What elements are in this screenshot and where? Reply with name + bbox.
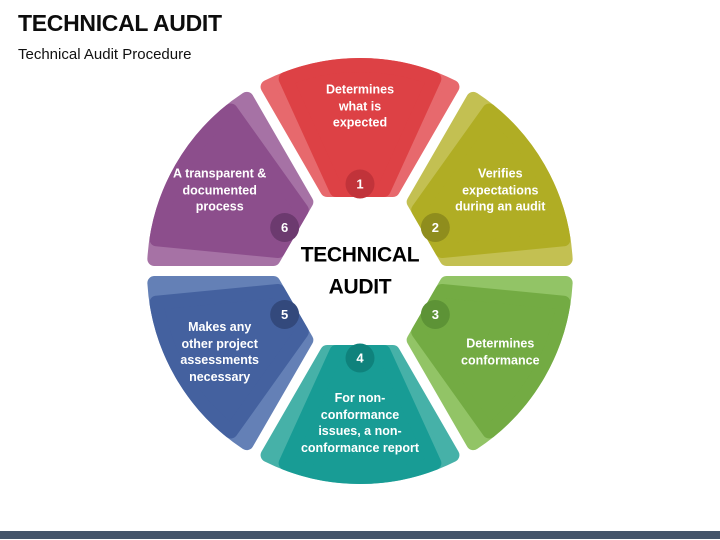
segment-3-wedge (411, 283, 571, 439)
segment-6-number-badge (270, 213, 300, 242)
segment-2-number: 2 (432, 220, 439, 235)
segment-5-number-badge (270, 300, 300, 329)
segment-4-number-badge (345, 343, 375, 373)
slide-header: TECHNICAL AUDIT Technical Audit Procedur… (18, 10, 222, 63)
segment-3-number-badge (420, 300, 450, 329)
segment-5-number: 5 (281, 307, 288, 322)
segment-4-number: 4 (356, 351, 364, 366)
segment-1-number: 1 (356, 177, 363, 192)
segment-6-wedge (149, 103, 309, 259)
segment-2-number-badge (420, 213, 450, 242)
segment-1-wedge (278, 58, 442, 197)
segment-5-wedge (149, 283, 309, 439)
segment-6-number: 6 (281, 220, 288, 235)
segment-2-wedge (411, 103, 571, 259)
page-title: TECHNICAL AUDIT (18, 10, 222, 36)
segment-4-wedge (278, 345, 442, 484)
page-subtitle: Technical Audit Procedure (18, 46, 192, 63)
segment-1-number-badge (345, 169, 375, 199)
footer-accent-bar (0, 531, 720, 539)
segment-3-number: 3 (432, 307, 439, 322)
